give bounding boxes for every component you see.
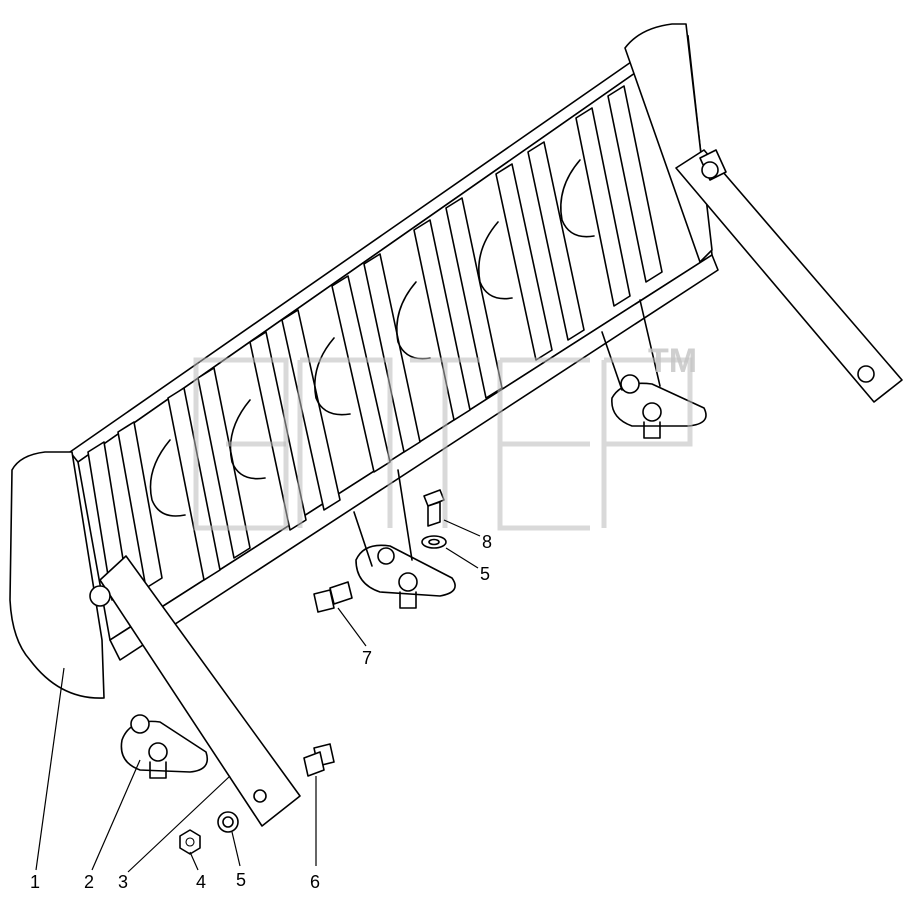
right-arm bbox=[675, 149, 903, 403]
leader-lines bbox=[35, 519, 481, 873]
bolt-6 bbox=[303, 743, 335, 777]
watermark: TM bbox=[193, 342, 697, 531]
callout-8: 8 bbox=[482, 532, 492, 552]
bracket-middle bbox=[353, 469, 456, 609]
bolt-8 bbox=[423, 489, 445, 527]
bolt-7 bbox=[313, 581, 353, 613]
bracket-left bbox=[120, 714, 209, 779]
callout-7: 7 bbox=[362, 648, 372, 668]
watermark-trademark: TM bbox=[648, 342, 697, 380]
left-arm bbox=[89, 555, 301, 827]
callout-1: 1 bbox=[30, 872, 40, 892]
callout-5-lower: 5 bbox=[236, 870, 246, 890]
callout-6: 6 bbox=[310, 872, 320, 892]
callout-2: 2 bbox=[84, 872, 94, 892]
callouts: 1 2 3 4 5 6 7 8 5 bbox=[30, 532, 492, 892]
callout-4: 4 bbox=[196, 872, 206, 892]
washer-5-upper bbox=[421, 535, 447, 549]
blade-assembly bbox=[9, 23, 719, 699]
nut-4 bbox=[179, 829, 201, 855]
washer-5-lower bbox=[217, 811, 239, 833]
callout-3: 3 bbox=[118, 872, 128, 892]
callout-5-upper: 5 bbox=[480, 564, 490, 584]
